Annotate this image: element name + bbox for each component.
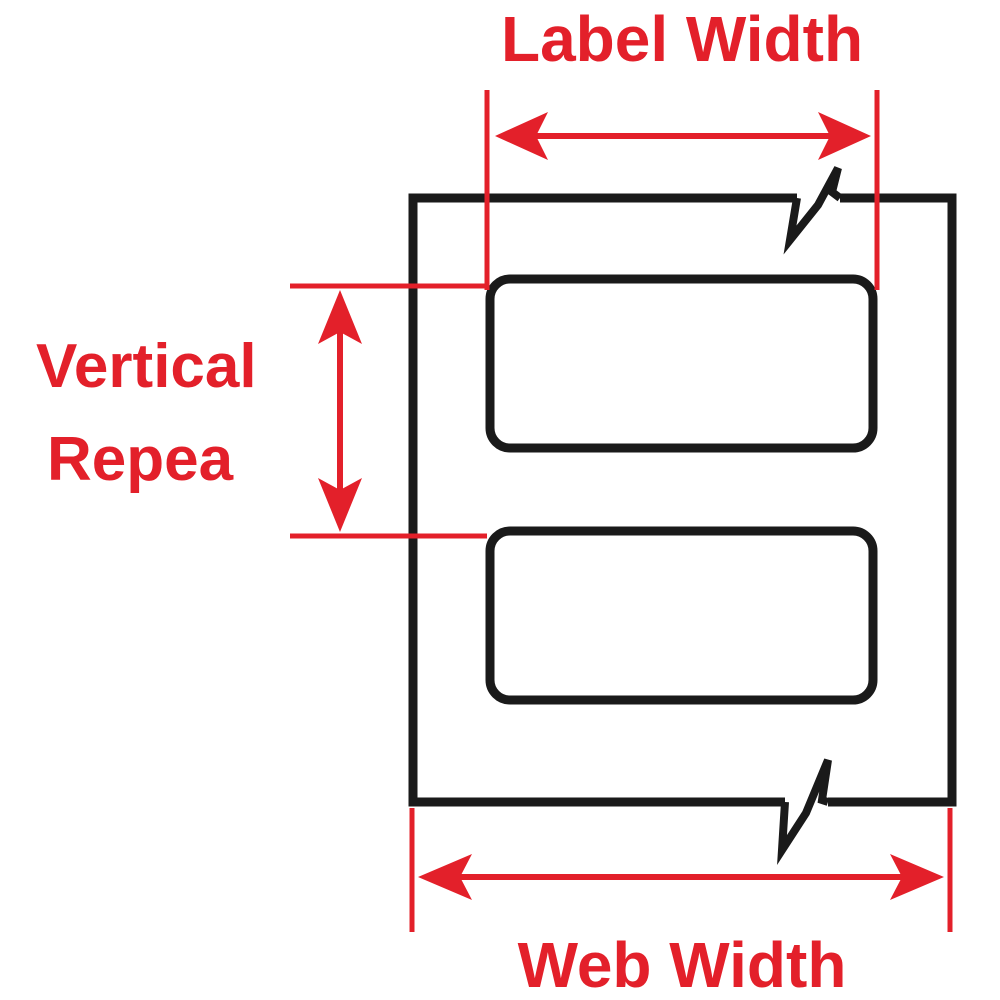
label-width-arrowhead-left — [495, 112, 548, 160]
label-width-label: Label Width — [501, 3, 863, 75]
web-width-dimension — [409, 808, 953, 932]
label-top — [485, 274, 878, 453]
vertical-repeat-arrowhead-top — [318, 290, 362, 344]
web-width-arrowhead-left — [418, 854, 472, 900]
vertical-repeat-dimension — [290, 283, 487, 539]
label-width-arrowhead-right — [818, 112, 871, 160]
bottom-break-mark — [777, 758, 832, 865]
vertical-repeat-arrowhead-bottom — [318, 478, 362, 532]
top-break-mark — [783, 166, 843, 255]
web-width-arrowhead-right — [890, 854, 944, 900]
web-outline — [408, 193, 957, 807]
vertical-repeat-label-line1: Vertical — [36, 332, 257, 401]
vertical-repeat-label-line2: Repea — [47, 425, 234, 494]
label-width-dimension — [484, 90, 880, 290]
label-bottom — [485, 526, 878, 705]
web-width-label: Web Width — [518, 929, 847, 1000]
